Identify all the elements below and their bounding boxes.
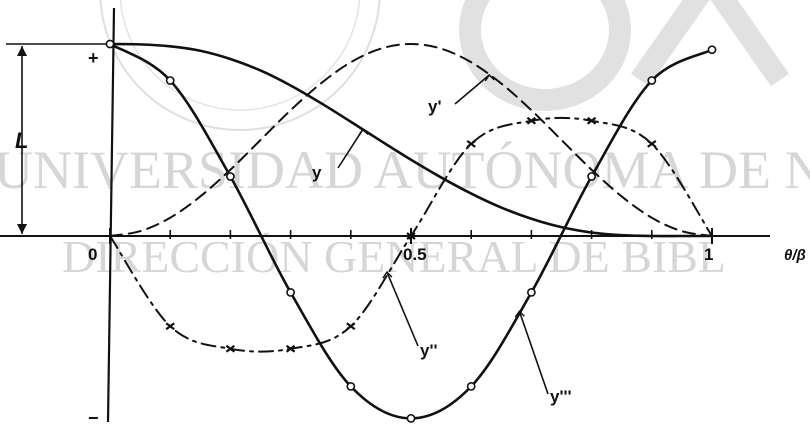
dimension-arrow-up-icon [17, 46, 27, 56]
series-point-circle [707, 45, 717, 55]
series-point-x [406, 232, 416, 240]
annotation-arrow-icon [514, 310, 525, 318]
annotation-label: y''' [550, 387, 572, 406]
x-tick-label: 0.5 [403, 245, 427, 264]
watermark-letter-a-icon [630, 0, 790, 87]
annotation-arrow-icon [358, 128, 369, 136]
series-point-circle [165, 76, 175, 85]
series-point-circle [286, 287, 295, 297]
series-point-x [466, 139, 476, 148]
annotation-label: y' [428, 97, 442, 116]
watermark-seal-icon [99, 0, 381, 131]
series-point-x [346, 322, 356, 331]
y-axis-line [106, 7, 116, 423]
x-tick-label: 1 [704, 245, 713, 264]
annotation-arrow-icon [382, 270, 393, 279]
annotation-leader-line [337, 129, 364, 169]
x-tick-label: 0 [88, 245, 97, 264]
series-point-x [225, 344, 236, 353]
series-point-circle [527, 287, 536, 297]
watermark-seal-inner-icon [119, 0, 361, 111]
axes: 0 0.5 1 θ/β + − L [0, 7, 806, 428]
annotation-arrow-icon [484, 73, 495, 82]
series-point-x [285, 344, 296, 353]
dimension-arrow-down-icon [17, 224, 27, 234]
y-tick-label: − [88, 408, 99, 428]
watermark-line-1: UNIVERSIDAD AUTÓNOMA DE N [0, 140, 810, 200]
series-point-x [526, 116, 537, 125]
series-line-1 [109, 43, 713, 237]
watermark: UNIVERSIDAD AUTÓNOMA DE N DIRECCIÓN GENE… [0, 0, 810, 282]
watermark-line-2: DIRECCIÓN GENERAL DE BIBL [62, 231, 726, 282]
markers-layer [105, 39, 717, 423]
annotation-label: y'' [420, 341, 438, 360]
series-point-circle [406, 413, 416, 423]
series-point-circle [346, 381, 356, 391]
annotation-leader-line [454, 74, 490, 105]
x-axis-label: θ/β [784, 247, 806, 264]
annotation-label: y [312, 163, 322, 182]
annotation-leader-line [386, 271, 419, 347]
labels-layer: y y' y'' y''' [312, 73, 572, 406]
series-point-x [165, 322, 175, 331]
series-point-x [586, 116, 597, 125]
annotation-leader-line [518, 310, 549, 395]
dimension-label: L [15, 128, 28, 153]
series-point-circle [105, 39, 115, 49]
series-point-circle [225, 172, 235, 181]
series-line-0 [108, 42, 714, 238]
series-point-circle [587, 172, 596, 181]
y-tick-label: + [88, 48, 99, 68]
watermark-letter-u-icon [459, 0, 631, 111]
series-point-circle [466, 381, 476, 391]
series-point-circle [647, 76, 657, 85]
series-point-x [647, 139, 657, 148]
